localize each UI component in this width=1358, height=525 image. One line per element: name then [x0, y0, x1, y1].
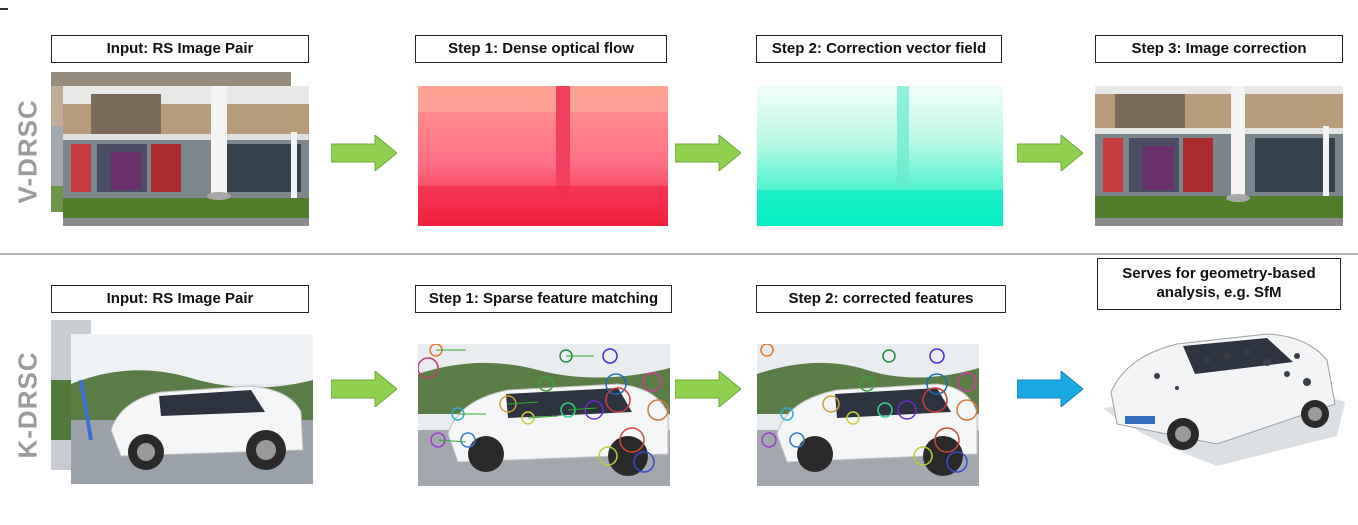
- dense-optical-flow-map: [418, 86, 668, 226]
- stage-title-input-bottom: Input: RS Image Pair: [51, 285, 309, 313]
- right-arrow-icon: [1017, 371, 1083, 407]
- stage-title-sparse-matching: Step 1: Sparse feature matching: [415, 285, 672, 313]
- sparse-feature-matching-image: [418, 344, 670, 486]
- right-arrow-icon: [675, 371, 741, 407]
- right-arrow-icon: [331, 135, 397, 171]
- sfm-point-cloud-image: [1097, 316, 1345, 476]
- right-arrow-icon: [1017, 135, 1083, 171]
- corrected-image-building: [1095, 86, 1343, 226]
- row-label-v-drsc: V-DRSC: [12, 99, 43, 204]
- stage-title-correction-field: Step 2: Correction vector field: [756, 35, 1002, 63]
- stage-title-image-correction: Step 3: Image correction: [1095, 35, 1343, 63]
- row-divider: [0, 253, 1358, 255]
- stage-title-sfm: Serves for geometry-based analysis, e.g.…: [1097, 258, 1341, 310]
- stage-title-dense-flow: Step 1: Dense optical flow: [415, 35, 667, 63]
- correction-vector-field-map: [757, 86, 1003, 226]
- stage-title-input-top: Input: RS Image Pair: [51, 35, 309, 63]
- right-arrow-icon: [331, 371, 397, 407]
- corrected-features-image: [757, 344, 979, 486]
- right-arrow-icon: [675, 135, 741, 171]
- row-label-k-drsc: K-DRSC: [12, 351, 43, 459]
- input-image-pair-car: [51, 320, 313, 485]
- stage-title-corrected-features: Step 2: corrected features: [756, 285, 1006, 313]
- input-image-pair-building: [51, 72, 311, 228]
- corner-mark: [0, 8, 8, 10]
